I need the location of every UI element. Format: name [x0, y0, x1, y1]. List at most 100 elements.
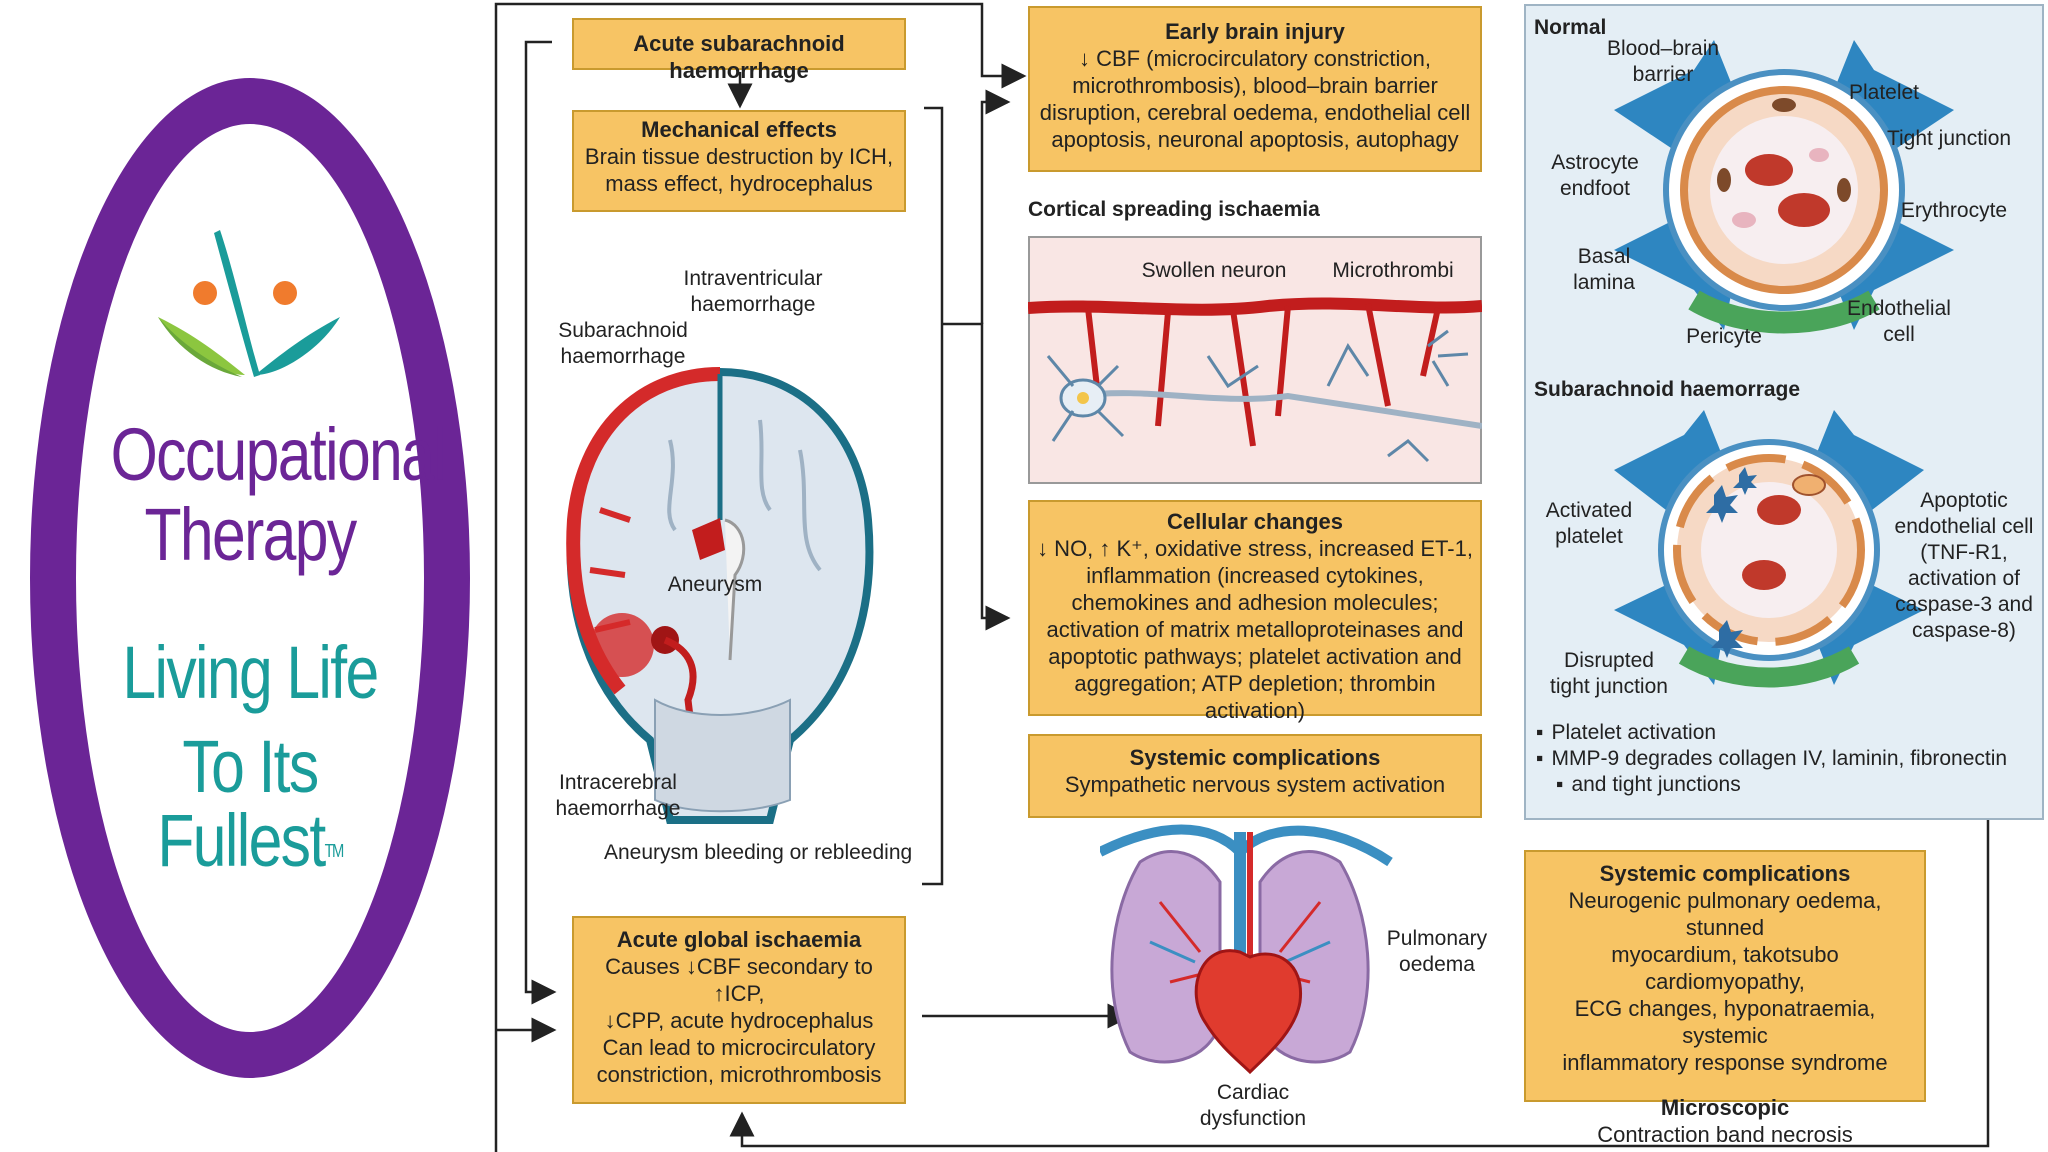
systemic-complications-2-line-1: Neurogenic pulmonary oedema, stunned	[1568, 888, 1882, 940]
intraventricular-label-line-1: Intraventricular	[683, 267, 823, 290]
acute-global-ischaemia-line-3: Can lead to microcirculatory	[602, 1035, 876, 1060]
bbb-label: Blood–brain barrier	[1588, 36, 1738, 88]
tight-junction-label: Tight junction	[1886, 127, 2012, 150]
basal-lamina-line-2: lamina	[1573, 271, 1635, 294]
logo-figures-icon	[158, 230, 340, 377]
cardiac-label-line-2: dysfunction	[1199, 1107, 1307, 1130]
mechanical-effects-box: Mechanical effects Brain tissue destruct…	[572, 110, 906, 212]
subarachnoid-label-line-1: Subarachnoid	[558, 319, 688, 342]
logo-title-line-2: Therapy	[144, 493, 357, 576]
astrocyte-endfoot-label: Astrocyte endfoot	[1540, 150, 1650, 202]
sah-bullet-3: and tight junctions	[1536, 772, 2036, 798]
cellular-changes-title: Cellular changes	[1166, 509, 1344, 534]
acute-global-ischaemia-line-2: ↓CPP, acute hydrocephalus	[604, 1008, 874, 1033]
aneurysm-bleeding-label: Aneurysm bleeding or rebleeding	[604, 841, 913, 864]
early-brain-injury-line-3: disruption, cerebral oedema, endothelial…	[1039, 100, 1471, 125]
microthrombi-label: Microthrombi	[1332, 259, 1454, 282]
apoptotic-line-4: activation of	[1907, 567, 2021, 590]
normal-heading: Normal	[1534, 16, 1607, 39]
logo-title-line-1: Occupational	[110, 413, 447, 496]
bbb-label-line-2: barrier	[1632, 63, 1694, 86]
systemic-complications-2-line-3: ECG changes, hyponatraemia, systemic	[1574, 996, 1876, 1048]
systemic-complications-1-title: Systemic complications	[1129, 745, 1381, 770]
acute-sah-box: Acute subarachnoid haemorrhage	[572, 18, 906, 83]
microscopic-text: Contraction band necrosis	[1597, 1122, 1853, 1147]
apoptotic-line-5: caspase-3 and	[1895, 593, 2033, 616]
activated-platelet-line-1: Activated	[1545, 499, 1633, 522]
pulmonary-label-line-2: oedema	[1399, 953, 1475, 976]
sah-heading: Subarachnoid haemorrage	[1534, 378, 1801, 401]
cellular-changes-line-4: activation of matrix metalloproteinases …	[1046, 617, 1464, 642]
astrocyte-label-line-1: Astrocyte	[1551, 151, 1639, 174]
disrupted-line-2: tight junction	[1550, 675, 1668, 698]
mechanical-effects-line-2: mass effect, hydrocephalus	[605, 171, 873, 196]
cardiac-dysfunction-label: Cardiac dysfunction	[1178, 1080, 1328, 1132]
systemic-complications-1-line: Sympathetic nervous system activation	[1064, 772, 1446, 797]
apoptotic-line-3: (TNF-R1,	[1920, 541, 2008, 564]
disrupted-tight-junction-label: Disrupted tight junction	[1534, 648, 1684, 700]
cellular-changes-box: Cellular changes ↓ NO, ↑ K⁺, oxidative s…	[1028, 500, 1482, 723]
early-brain-injury-line-2: microthrombosis), blood–brain barrier	[1072, 73, 1438, 98]
endothelial-label-line-1: Endothelial	[1847, 297, 1951, 320]
systemic-complications-2-line-2: myocardium, takotsubo cardiomyopathy,	[1611, 942, 1839, 994]
trademark-mark: TM	[324, 841, 345, 861]
activated-platelet-line-2: platelet	[1555, 525, 1623, 548]
systemic-complications-box-2: Systemic complications Neurogenic pulmon…	[1524, 850, 1926, 1147]
cellular-changes-line-6: aggregation; ATP depletion; thrombin act…	[1074, 671, 1436, 723]
basal-lamina-label: Basal lamina	[1564, 244, 1644, 296]
pulmonary-oedema-label: Pulmonary oedema	[1372, 926, 1502, 978]
sah-bullet-2: MMP-9 degrades collagen IV, laminin, fib…	[1536, 746, 2036, 772]
sah-pathophysiology-diagram: Acute subarachnoid haemorrhage Mechanica…	[494, 0, 2048, 1152]
sah-bbb-illustration	[1614, 410, 1924, 688]
sah-bullet-list: Platelet activation MMP-9 degrades colla…	[1536, 720, 2036, 798]
cellular-changes-line-1: ↓ NO, ↑ K⁺, oxidative stress, increased …	[1037, 536, 1473, 561]
endothelial-cell-label: Endothelial cell	[1834, 296, 1964, 348]
logo-tagline-line-1: Living Life	[122, 631, 379, 714]
intracerebral-label-line-2: haemorrhage	[555, 797, 681, 820]
intracerebral-label: Intracerebral haemorrhage	[528, 770, 708, 822]
acute-global-ischaemia-line-1: Causes ↓CBF secondary to ↑ICP,	[605, 954, 873, 1006]
pericyte-label: Pericyte	[1686, 325, 1762, 348]
pulmonary-label-line-1: Pulmonary	[1386, 927, 1488, 950]
microscopic-title: Microscopic	[1660, 1095, 1790, 1120]
intracerebral-label-line-1: Intracerebral	[559, 771, 677, 794]
mechanical-effects-line-1: Brain tissue destruction by ICH,	[584, 144, 894, 169]
activated-platelet-label: Activated platelet	[1534, 498, 1644, 550]
basal-lamina-line-1: Basal	[1577, 245, 1631, 268]
cortical-spreading-illustration	[1028, 236, 1482, 484]
subarachnoid-label-line-2: haemorrhage	[560, 345, 686, 368]
apoptotic-line-1: Apoptotic	[1920, 489, 2008, 512]
brain-coronal-section-illustration	[566, 367, 874, 824]
cellular-changes-line-2: inflammation (increased cytokines,	[1086, 563, 1424, 588]
sah-bullet-1: Platelet activation	[1536, 720, 2036, 746]
bbb-label-line-1: Blood–brain	[1606, 37, 1720, 60]
swollen-neuron-label: Swollen neuron	[1141, 259, 1287, 282]
systemic-complications-2-title: Systemic complications	[1599, 861, 1851, 886]
intraventricular-label-line-2: haemorrhage	[690, 293, 816, 316]
disrupted-line-1: Disrupted	[1564, 649, 1654, 672]
subarachnoid-label: Subarachnoid haemorrhage	[538, 318, 708, 370]
normal-bbb-illustration	[1614, 40, 1954, 334]
erythrocyte-label: Erythrocyte	[1900, 199, 2008, 222]
astrocyte-label-line-2: endfoot	[1559, 177, 1631, 200]
mechanical-effects-title: Mechanical effects	[641, 117, 837, 142]
diagram-connectors	[494, 2, 1990, 1152]
logo-tagline-text: To Its Fullest	[157, 725, 326, 882]
systemic-complications-2-line-4: inflammatory response syndrome	[1562, 1050, 1888, 1075]
heart-lungs-illustration	[1100, 824, 1393, 1075]
acute-global-ischaemia-title: Acute global ischaemia	[616, 927, 862, 952]
cellular-changes-line-5: apoptotic pathways; platelet activation …	[1048, 644, 1462, 669]
acute-global-ischaemia-line-4: constriction, microthrombosis	[596, 1062, 882, 1087]
endothelial-label-line-2: cell	[1883, 323, 1915, 346]
apoptotic-endothelial-label: Apoptotic endothelial cell (TNF-R1, acti…	[1884, 488, 2044, 644]
platelet-label: Platelet	[1848, 81, 1920, 104]
apoptotic-line-6: caspase-8)	[1912, 619, 2016, 642]
early-brain-injury-title: Early brain injury	[1165, 19, 1345, 44]
systemic-complications-box-1: Systemic complications Sympathetic nervo…	[1028, 734, 1482, 818]
cardiac-label-line-1: Cardiac	[1216, 1081, 1290, 1104]
acute-sah-title: Acute subarachnoid haemorrhage	[633, 31, 845, 83]
logo-tagline-line-2: To Its FullestTM	[111, 730, 390, 878]
acute-global-ischaemia-box: Acute global ischaemia Causes ↓CBF secon…	[572, 916, 906, 1104]
apoptotic-line-2: endothelial cell	[1894, 515, 2034, 538]
cortical-spreading-heading: Cortical spreading ischaemia	[1028, 198, 1320, 221]
